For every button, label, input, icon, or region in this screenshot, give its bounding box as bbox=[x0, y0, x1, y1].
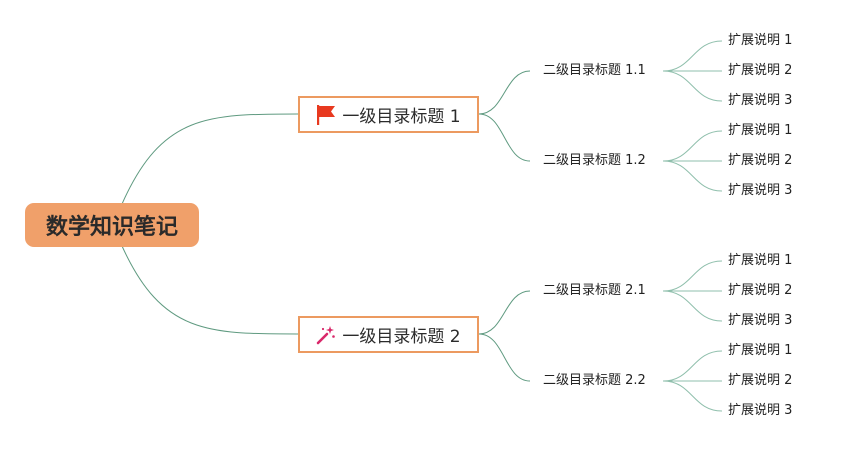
detail-2-2-2[interactable]: 扩展说明 2 bbox=[728, 373, 793, 388]
subtopic-1-2[interactable]: 二级目录标题 1.2 bbox=[543, 153, 646, 168]
detail-1-2-2[interactable]: 扩展说明 2 bbox=[728, 153, 793, 168]
detail-1-2-3[interactable]: 扩展说明 3 bbox=[728, 183, 793, 198]
detail-2-2-1[interactable]: 扩展说明 1 bbox=[728, 343, 793, 358]
subtopic-1-1[interactable]: 二级目录标题 1.1 bbox=[543, 63, 646, 78]
detail-2-1-1[interactable]: 扩展说明 1 bbox=[728, 253, 793, 268]
detail-1-1-2[interactable]: 扩展说明 2 bbox=[728, 63, 793, 78]
connector-sub-1-detail-1 bbox=[662, 40, 723, 72]
connector-sub-4-detail-1 bbox=[662, 350, 723, 382]
subtopic-2-1[interactable]: 二级目录标题 2.1 bbox=[543, 283, 646, 298]
connector-branch-1-sub-2 bbox=[478, 113, 531, 162]
connector-sub-1-detail-3 bbox=[662, 70, 723, 102]
detail-1-1-1[interactable]: 扩展说明 1 bbox=[728, 33, 793, 48]
connector-branch-2-sub-1 bbox=[478, 290, 531, 335]
detail-1-1-3[interactable]: 扩展说明 3 bbox=[728, 93, 793, 108]
connector-sub-2-detail-3 bbox=[662, 160, 723, 192]
root-topic-label: 数学知识笔记 bbox=[45, 215, 178, 240]
red-flag-icon bbox=[316, 104, 336, 126]
branch-topic-2-label: 一级目录标题 2 bbox=[342, 327, 461, 347]
detail-2-2-3[interactable]: 扩展说明 3 bbox=[728, 403, 793, 418]
root-topic[interactable]: 数学知识笔记 bbox=[25, 203, 199, 247]
connector-sub-3-detail-3 bbox=[662, 290, 723, 322]
connector-branch-1-sub-1 bbox=[478, 70, 531, 115]
branch-topic-2[interactable]: 一级目录标题 2 bbox=[298, 316, 479, 353]
connector-root-branch-2 bbox=[121, 245, 299, 335]
branch-topic-1[interactable]: 一级目录标题 1 bbox=[298, 96, 479, 133]
branch-topic-1-label: 一级目录标题 1 bbox=[342, 107, 461, 127]
subtopic-2-2[interactable]: 二级目录标题 2.2 bbox=[543, 373, 646, 388]
detail-2-1-3[interactable]: 扩展说明 3 bbox=[728, 313, 793, 328]
connector-root-branch-1 bbox=[121, 113, 299, 205]
detail-1-2-1[interactable]: 扩展说明 1 bbox=[728, 123, 793, 138]
connector-sub-4-detail-3 bbox=[662, 380, 723, 412]
connector-sub-3-detail-1 bbox=[662, 260, 723, 292]
magic-wand-icon bbox=[316, 324, 336, 346]
connector-branch-2-sub-2 bbox=[478, 333, 531, 382]
connector-lines bbox=[121, 40, 723, 412]
connector-sub-2-detail-1 bbox=[662, 130, 723, 162]
detail-2-1-2[interactable]: 扩展说明 2 bbox=[728, 283, 793, 298]
